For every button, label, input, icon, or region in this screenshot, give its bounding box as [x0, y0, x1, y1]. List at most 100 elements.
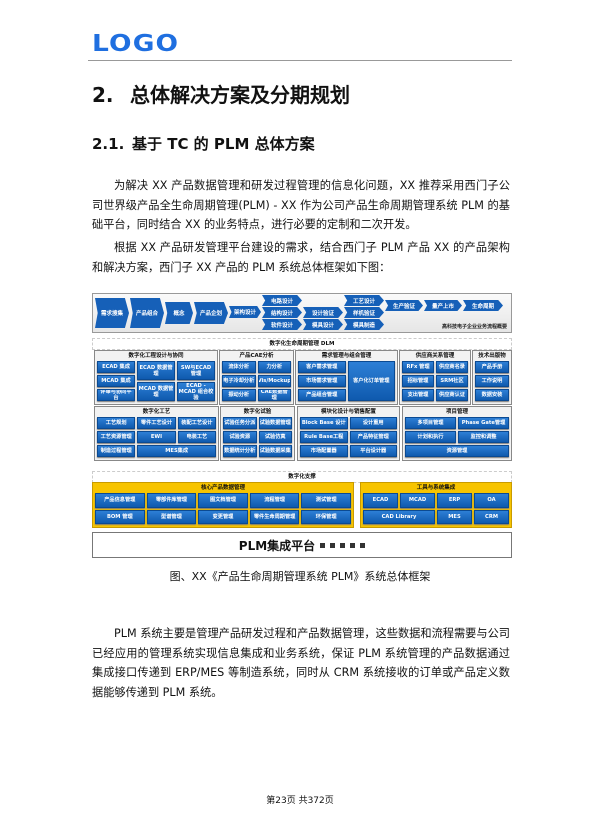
process-stage: 设计验证: [303, 307, 343, 318]
module-box: ECAD 集成: [97, 361, 135, 373]
module-box: 市场需求管理: [298, 375, 346, 387]
plm-integration-platform: PLM集成平台: [92, 532, 512, 558]
panel-title: 数字化试验: [243, 409, 272, 415]
module-box: 试验数据管理: [258, 417, 292, 429]
module-box: 供应商认证: [436, 389, 468, 401]
module-box: 资源管理: [405, 445, 509, 457]
section-number: 2.: [92, 83, 114, 107]
panel-pub: 技术出版物产品手册工作说明数据安装: [472, 350, 512, 405]
module-box: ECAD - MCAD 组合校验: [177, 382, 215, 401]
module-box: 监控和调整: [458, 431, 509, 443]
module-box: 变更管理: [198, 509, 248, 524]
module-box: 试验任务分派: [223, 417, 257, 429]
module-box: 计划和执行: [405, 431, 456, 443]
module-box: 产品信息管理: [95, 493, 145, 508]
module-box: MES集成: [137, 445, 216, 457]
module-box: 试验数据采集: [258, 445, 292, 457]
module-box: 平台设计器: [349, 445, 397, 457]
module-box: 零件生命周期管理: [249, 509, 300, 524]
module-box: 零件工艺设计: [137, 417, 176, 429]
paragraph-2: 根据 XX 产品研发管理平台建设的需求，结合西门子 PLM 产品 XX 的产品架…: [92, 241, 510, 274]
module-box: 测试管理: [301, 493, 351, 508]
module-box: 招标管理: [402, 375, 434, 387]
module-box: MCAD: [400, 493, 435, 508]
module-box: 数据安装: [475, 389, 509, 401]
module-box: 市场配置器: [300, 445, 348, 457]
process-stage: 概念: [165, 302, 193, 324]
panel-title: 数字化工艺: [142, 409, 171, 415]
module-box: 工艺资源管理: [97, 431, 136, 443]
redacted-mark: [330, 542, 336, 548]
process-stage: 结构设计: [262, 307, 302, 318]
module-box: 流体分析: [222, 361, 256, 373]
panel-title: 需求管理与组合管理: [321, 353, 372, 359]
module-box: Rule Base工程: [300, 431, 348, 443]
module-box: 工作说明: [475, 375, 509, 387]
module-box: 流程管理: [249, 493, 300, 508]
panel-title: 数字化工程设计与协同: [128, 353, 184, 359]
module-box: 环保管理: [301, 509, 351, 524]
process-stage: 样机验证: [344, 307, 384, 318]
panel-grid: 试验任务分派试验数据管理试验资源试验仿真数据统计分析试验数据采集: [223, 417, 292, 457]
page-footer: 第23页 共372页: [266, 796, 334, 806]
module-box: ERP: [437, 493, 472, 508]
subsection-title: 基于 TC 的 PLM 总体方案: [132, 135, 315, 153]
module-box: 振动分析: [222, 389, 256, 401]
module-box: 电子冷却分析: [222, 375, 256, 387]
panel-title: 模块化设计与销售配置: [320, 409, 376, 415]
module-box: Phase Gate管理: [458, 417, 509, 429]
process-stage: 产品组合: [130, 298, 164, 328]
module-box: 评审与协同平台: [97, 389, 135, 401]
module-box: 多项目管理: [405, 417, 456, 429]
panel-title: 技术出版物: [478, 353, 506, 359]
module-box: Vis/Mockup: [257, 375, 291, 387]
module-box: 支出管理: [402, 389, 434, 401]
module-box: 供应商名录: [436, 361, 468, 373]
module-box: 试验资源: [223, 431, 257, 443]
module-box: 装配工艺设计: [177, 417, 216, 429]
process-caption: 高科技电子企业业务流程概要: [441, 324, 507, 330]
module-box: 工艺规划: [97, 417, 136, 429]
module-box: 产品特征管理: [349, 431, 397, 443]
process-stage: 量产上市: [424, 300, 462, 311]
panel-title: 供应商关系管理: [415, 353, 455, 359]
process-stage: 架构设计: [229, 306, 261, 318]
module-box: 零部件库管理: [146, 493, 197, 508]
subsection-number: 2.1.: [92, 135, 125, 153]
plm-framework-diagram: 高科技电子企业业务流程概要 需求搜集产品组合概念产品企划架构设计电路设计结构设计…: [92, 293, 512, 558]
redacted-mark: [350, 542, 356, 548]
module-box: CAD Library: [363, 509, 435, 524]
module-box: BOM 管理: [95, 509, 145, 524]
logo: LOGO: [92, 31, 180, 57]
redacted-mark: [360, 542, 366, 548]
module-box: 客户化订单管理: [347, 361, 395, 401]
module-box: CAE数据管理: [257, 389, 291, 401]
module-box: RFx 管理: [402, 361, 434, 373]
paragraph-3: PLM 系统主要是管理产品研发过程和产品数据管理，这些数据和流程需要与公司已经应…: [92, 627, 510, 699]
module-box: 产品手册: [475, 361, 509, 373]
module-box: OA: [474, 493, 509, 508]
redacted-mark: [320, 542, 326, 548]
module-box: ECAD: [363, 493, 398, 508]
process-stage: 工艺设计: [344, 295, 384, 306]
panel-title: 项目管理: [445, 409, 468, 415]
panel-req: 需求管理与组合管理客户需求管理市场需求管理产品组合管理客户化订单管理: [295, 350, 398, 405]
panel-test: 数字化试验试验任务分派试验数据管理试验资源试验仿真数据统计分析试验数据采集: [220, 406, 295, 461]
process-stage: 模具制造: [344, 319, 384, 330]
panel-grid: 产品手册工作说明数据安装: [475, 361, 509, 401]
process-stage: 产品企划: [194, 302, 228, 324]
section-heading: 2.总体解决方案及分期规划: [92, 79, 350, 108]
